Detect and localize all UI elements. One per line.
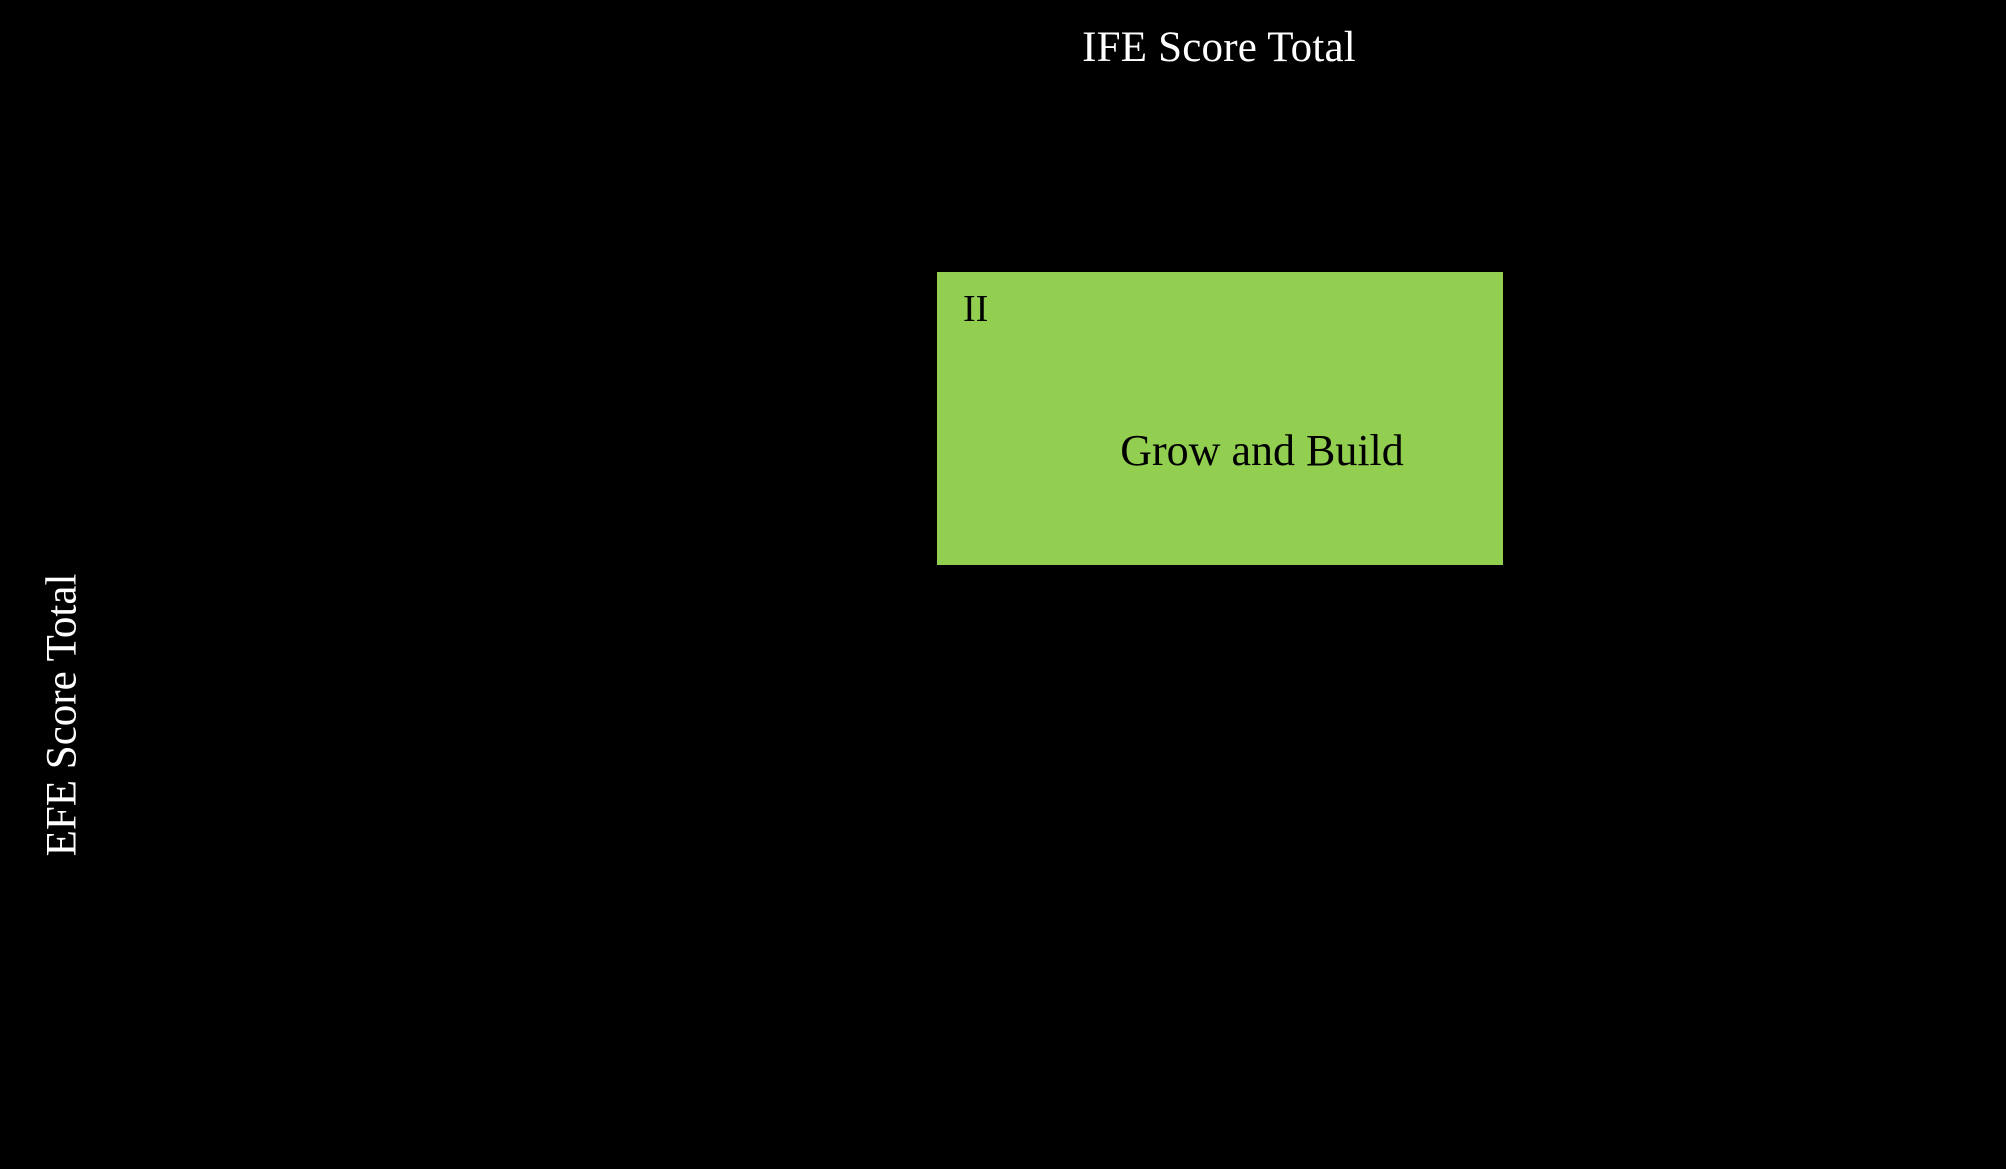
matrix-cell-ii-strategy-text: Grow and Build — [1120, 426, 1404, 475]
y-axis-title: EFE Score Total — [38, 573, 86, 857]
matrix-cell-ii-roman: II — [963, 288, 989, 330]
x-axis-title-text: IFE Score Total — [1082, 24, 1356, 71]
y-axis-title-text: EFE Score Total — [38, 573, 86, 857]
matrix-cell-ii: II Grow and Build — [937, 272, 1503, 565]
x-axis-title: IFE Score Total — [0, 24, 2006, 72]
matrix-cell-ii-strategy: Grow and Build — [937, 426, 1503, 475]
